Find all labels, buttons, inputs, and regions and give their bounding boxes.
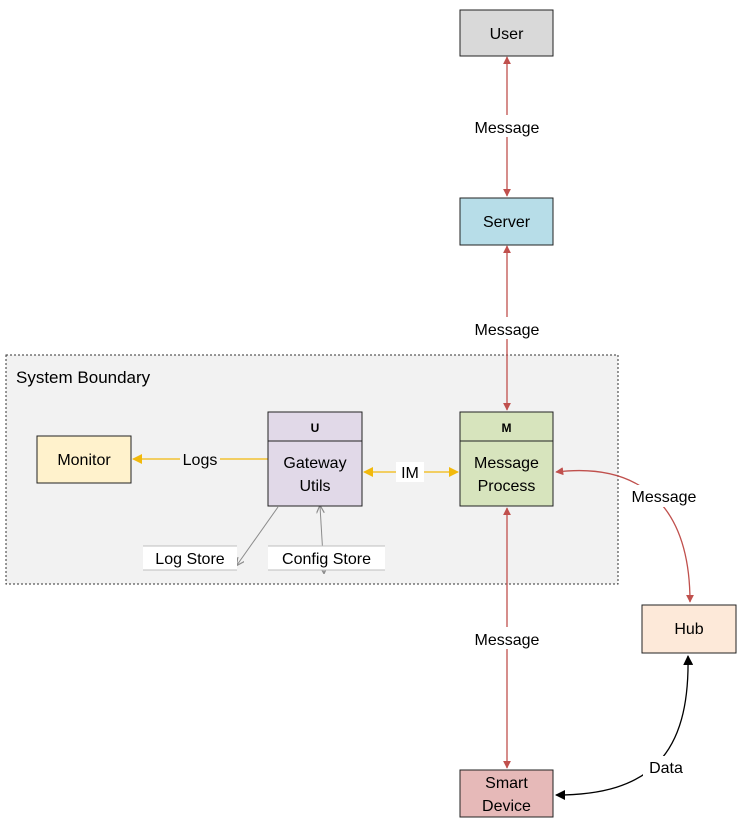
system-boundary-label: System Boundary (16, 368, 151, 387)
edge-label-hub-device: Data (649, 760, 683, 777)
node-gateway-utils[interactable]: U Gateway Utils (267, 411, 363, 507)
node-user[interactable]: User (459, 9, 554, 57)
edge-label-process-device: Message (475, 632, 540, 649)
node-process-box (459, 411, 554, 507)
node-server[interactable]: Server (459, 197, 554, 246)
edge-label-process-hub: Message (632, 489, 697, 506)
edge-label-bg (626, 485, 702, 507)
node-user-box (459, 9, 554, 57)
edge-gateway-logstore (237, 506, 279, 565)
node-monitor[interactable]: Monitor (36, 435, 132, 484)
node-gateway-label-line1: Gateway (283, 455, 346, 472)
node-hub[interactable]: Hub (641, 604, 737, 654)
edge-label-bg (470, 627, 544, 649)
store-log-bg (143, 546, 237, 570)
node-server-label: Server (483, 214, 531, 231)
node-process-label-line1: Message (474, 455, 539, 472)
edge-label-server-process: Message (475, 322, 540, 339)
node-gateway-header: U (311, 421, 320, 435)
node-gateway-label-line2: Utils (299, 478, 330, 495)
edge-label-gateway-process: IM (401, 465, 419, 482)
node-smart-device[interactable]: Smart Device (459, 769, 554, 818)
node-hub-label: Hub (674, 621, 703, 638)
node-gateway-box (267, 411, 363, 507)
store-config-bg (268, 546, 385, 570)
node-monitor-label: Monitor (57, 452, 111, 469)
edge-label-gateway-monitor: Logs (183, 452, 218, 469)
node-device-label-line2: Device (482, 798, 531, 815)
edge-label-bg (470, 115, 544, 137)
edge-label-bg (643, 756, 689, 778)
store-config[interactable]: Config Store (268, 545, 385, 571)
node-hub-box (641, 604, 737, 654)
store-config-label: Config Store (282, 551, 371, 568)
store-log[interactable]: Log Store (143, 545, 237, 571)
node-monitor-box (36, 435, 132, 484)
edge-label-bg (180, 449, 220, 469)
edge-label-user-server: Message (475, 120, 540, 137)
node-device-box (459, 769, 554, 818)
node-server-box (459, 197, 554, 246)
node-device-label-line1: Smart (485, 775, 528, 792)
node-message-process[interactable]: M Message Process (459, 411, 554, 507)
edge-label-bg (396, 462, 424, 482)
store-log-label: Log Store (155, 551, 224, 568)
node-process-header: M (502, 421, 512, 435)
node-process-label-line2: Process (478, 478, 536, 495)
node-user-label: User (490, 26, 524, 43)
edge-label-bg (470, 317, 544, 339)
